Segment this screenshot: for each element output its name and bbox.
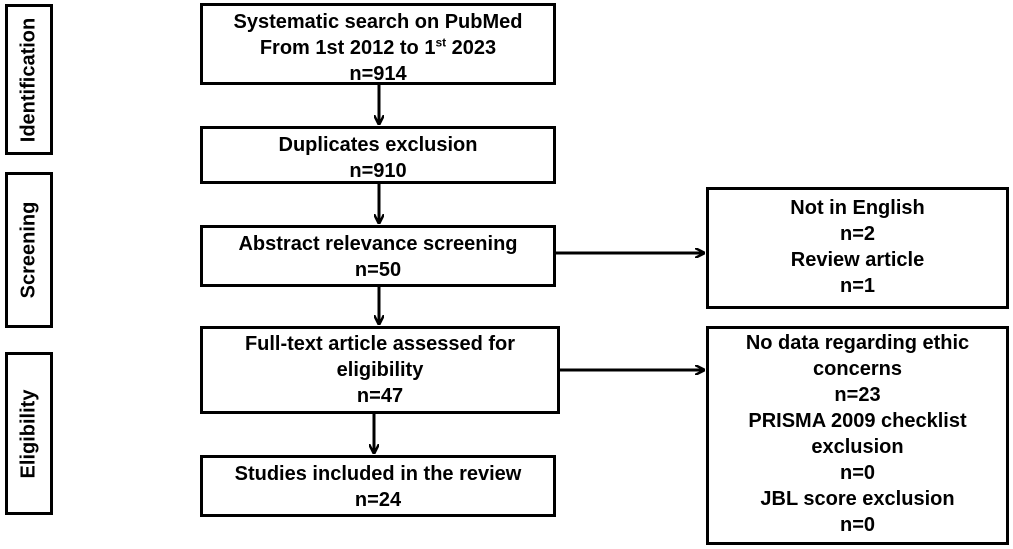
eligibility-exclusion-box: No data regarding ethic concerns n=23 PR… [706, 326, 1009, 545]
abstract-label: Abstract relevance screening [238, 233, 518, 255]
screening-exclusion-reason1: Not in English [790, 197, 925, 219]
search-count: n=914 [349, 63, 407, 85]
eligibility-exclusion-count3: n=0 [839, 514, 876, 536]
stage-screening: Screening [5, 172, 53, 328]
abstract-box: Abstract relevance screening n=50 [200, 225, 556, 287]
search-box: Systematic search on PubMed From 1st 201… [200, 3, 556, 85]
eligibility-exclusion-count1: n=23 [834, 384, 881, 406]
eligibility-exclusion-reason1b: concerns [813, 358, 902, 380]
search-date-range: From 1st 2012 to 1st 2023 [259, 35, 497, 59]
stage-eligibility: Eligibility [5, 352, 53, 515]
duplicates-label: Duplicates exclusion [278, 134, 478, 156]
fulltext-box: Full-text article assessed for eligibili… [200, 326, 560, 414]
eligibility-exclusion-reason3: JBL score exclusion [760, 488, 955, 510]
abstract-count: n=50 [354, 259, 402, 281]
screening-exclusion-count1: n=2 [839, 223, 876, 245]
search-title: Systematic search on PubMed [233, 11, 523, 33]
eligibility-exclusion-reason2a: PRISMA 2009 checklist [748, 410, 967, 432]
fulltext-count: n=47 [356, 385, 404, 407]
eligibility-exclusion-reason1a: No data regarding ethic [745, 332, 970, 354]
included-label: Studies included in the review [234, 463, 522, 485]
screening-exclusion-count2: n=1 [839, 275, 876, 297]
screening-exclusion-box: Not in English n=2 Review article n=1 [706, 187, 1009, 309]
eligibility-exclusion-count2: n=0 [839, 462, 876, 484]
included-box: Studies included in the review n=24 [200, 455, 556, 517]
stage-identification: Identification [5, 4, 53, 155]
duplicates-box: Duplicates exclusion n=910 [200, 126, 556, 184]
eligibility-exclusion-reason2b: exclusion [811, 436, 904, 458]
fulltext-line1: Full-text article assessed for [244, 333, 516, 355]
fulltext-line2: eligibility [336, 359, 424, 381]
included-count: n=24 [354, 489, 402, 511]
duplicates-count: n=910 [349, 160, 407, 182]
screening-exclusion-reason2: Review article [790, 249, 925, 271]
